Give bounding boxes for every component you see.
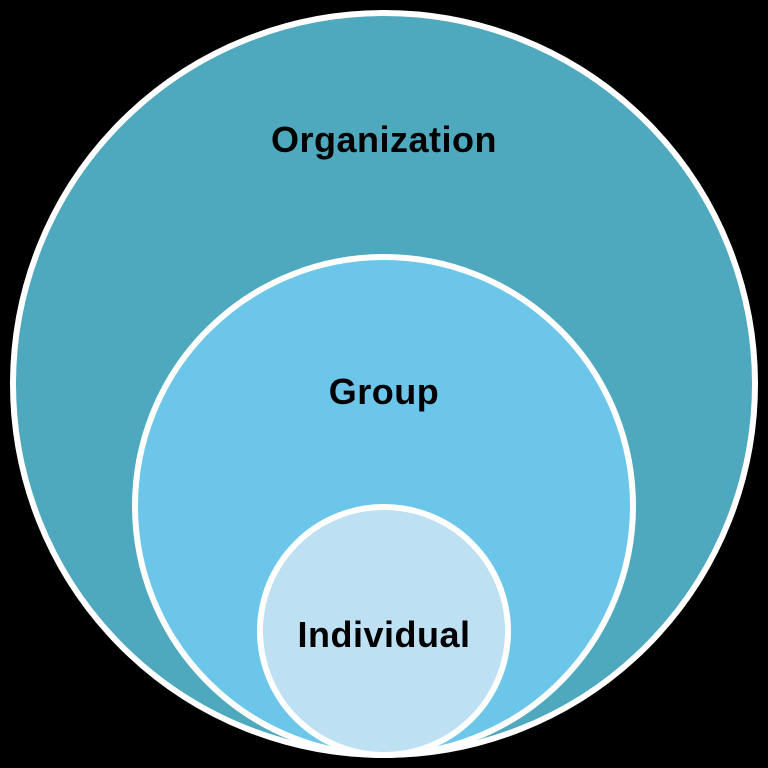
group-label: Group bbox=[328, 371, 440, 412]
individual-label: Individual bbox=[297, 614, 471, 655]
individual-circle bbox=[257, 504, 511, 758]
organization-label: Organization bbox=[270, 119, 497, 160]
